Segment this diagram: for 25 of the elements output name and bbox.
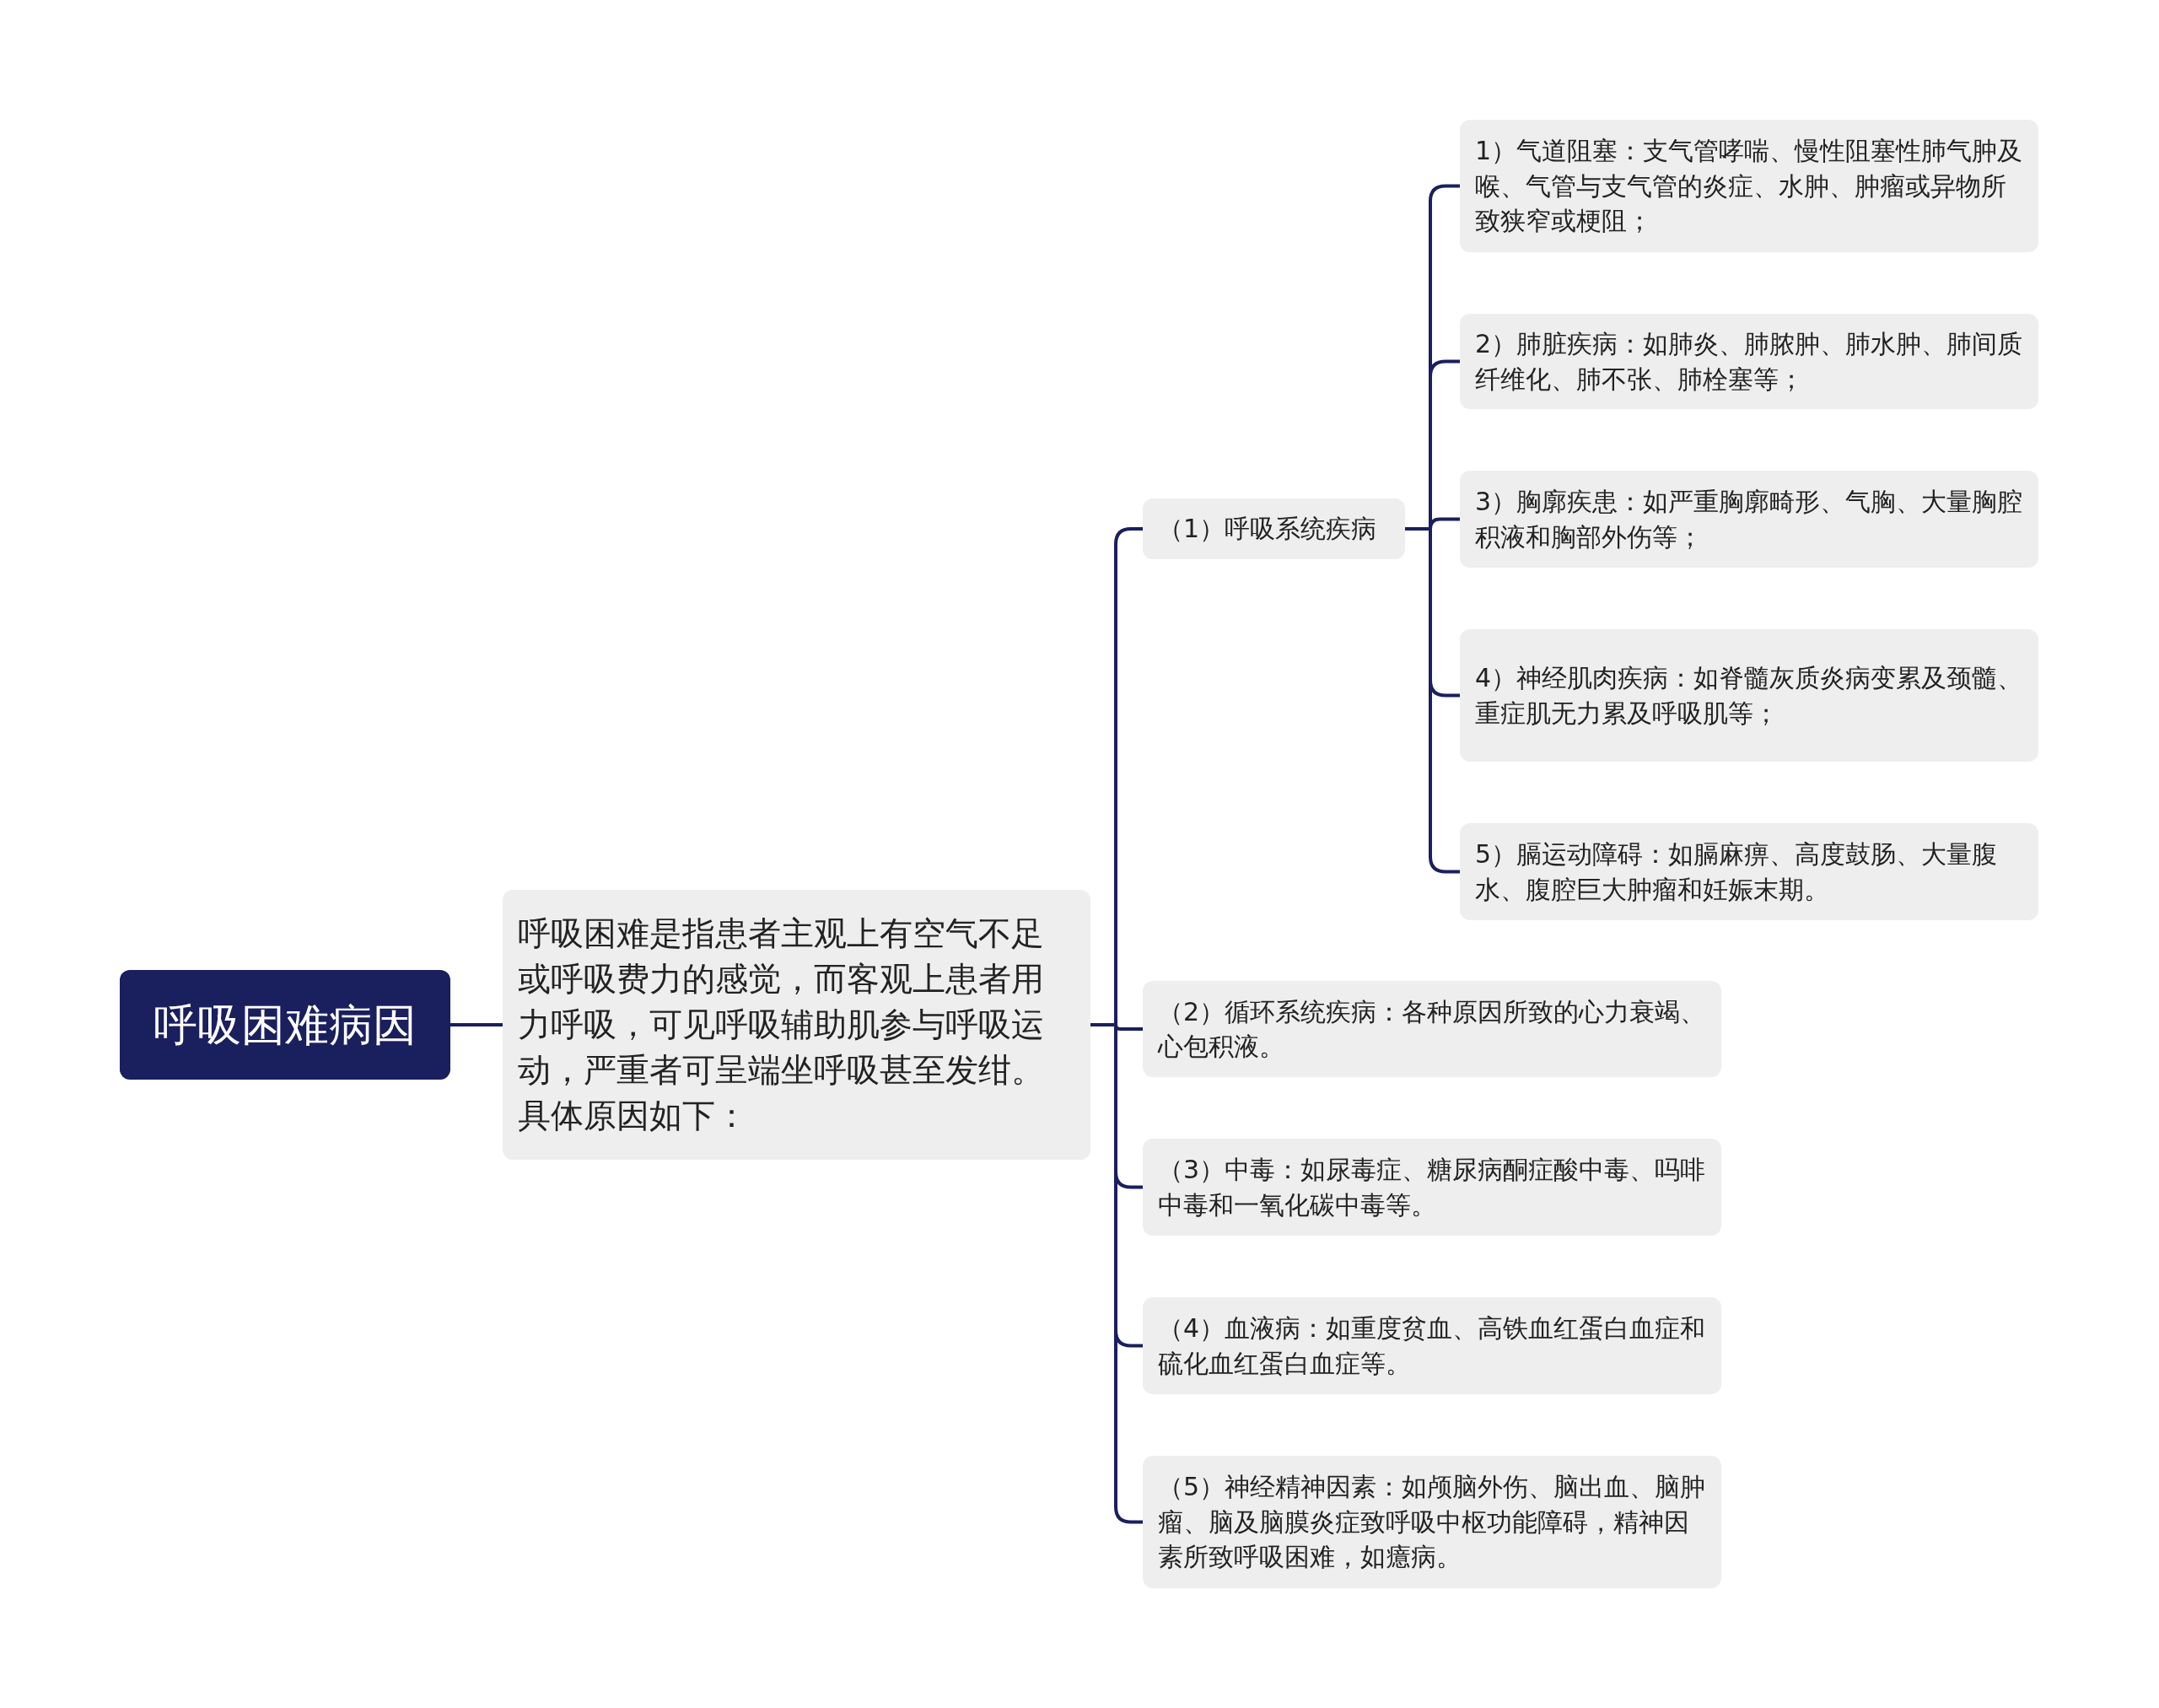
topic-box — [1143, 1297, 1721, 1394]
root-topic-box — [120, 970, 450, 1080]
topic-text: （1）呼吸系统疾病 — [1158, 513, 1377, 546]
topic-text: （4）血液病：如重度贫血、高铁血红蛋白血症和硫化血红蛋白血症等。 — [1158, 1312, 1706, 1380]
topic-box — [1460, 314, 2038, 409]
topic-text: 3）胸廓疾患：如严重胸廓畸形、气胸、大量胸腔积液和胸部外伤等； — [1475, 486, 2023, 553]
topic-text: 4）神经肌肉疾病：如脊髓灰质炎病变累及颈髓、重症肌无力累及呼吸肌等； — [1475, 662, 2023, 730]
topic-text: （3）中毒：如尿毒症、糖尿病酮症酸中毒、吗啡中毒和一氧化碳中毒等。 — [1158, 1154, 1706, 1221]
topic-text: （5）神经精神因素：如颅脑外伤、脑出血、脑肿瘤、脑及脑膜炎症致呼吸中枢功能障碍，精神因素所致呼吸困难，如癔病。 — [1158, 1471, 1706, 1574]
topic-text: （2）循环系统疾病：各种原因所致的心力衰竭、心包积液。 — [1158, 995, 1706, 1063]
topic-text: 5）膈运动障碍：如膈麻痹、高度鼓肠、大量腹水、腹腔巨大肿瘤和妊娠末期。 — [1475, 838, 1999, 906]
topic-box — [503, 890, 1090, 1160]
topic-text: 呼吸困难是指患者主观上有空气不足或呼吸费力的感觉，而客观上患者用力呼吸，可见呼吸辅助肌参与呼吸运动，严重者可呈端坐呼吸甚至发绀。具体原因如下： — [518, 913, 1045, 1136]
topic-box — [1460, 120, 2038, 252]
topic-text: 1）气道阻塞：支气管哮喘、慢性阻塞性肺气肿及喉、气管与支气管的炎症、水肿、肿瘤或异物所致狭窄或梗阻； — [1475, 135, 2023, 238]
topic-box — [1143, 981, 1721, 1077]
topic-box — [1460, 629, 2038, 762]
connector-line — [450, 1023, 503, 1026]
topic-box — [1143, 498, 1405, 559]
topic-box — [1460, 471, 2038, 568]
topic-box — [1143, 1139, 1721, 1236]
topic-text: 2）肺脏疾病：如肺炎、肺脓肿、肺水肿、肺间质纤维化、肺不张、肺栓塞等； — [1475, 328, 2023, 396]
topic-text: 呼吸困难病因 — [153, 998, 417, 1052]
topic-box — [1460, 823, 2038, 920]
topic-box — [1143, 1456, 1721, 1588]
